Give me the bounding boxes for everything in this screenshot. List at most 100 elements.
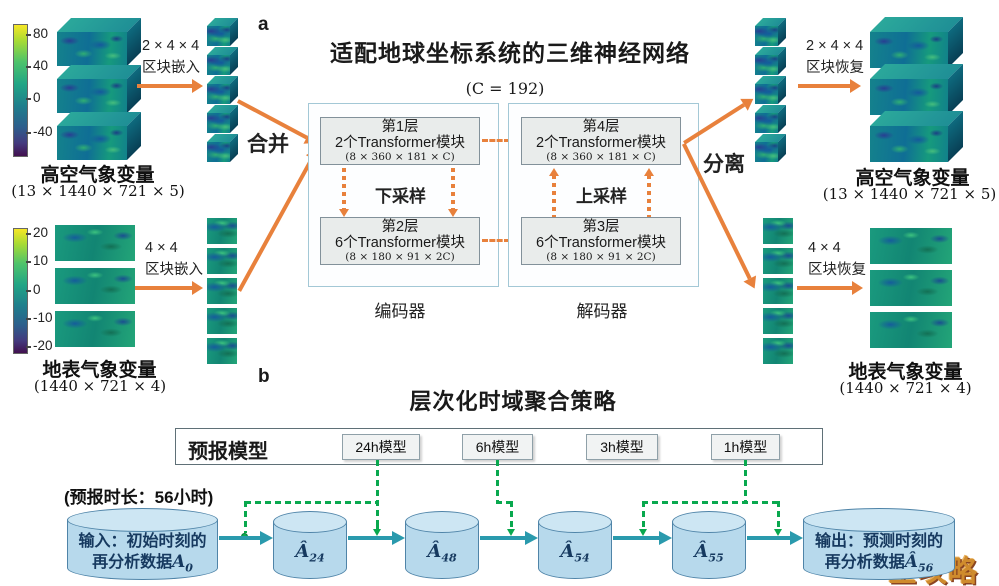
colorbar-tick: 40 (25, 58, 49, 73)
layer2-modules: 6个Transformer模块 (335, 235, 465, 251)
layer4-modules: 2个Transformer模块 (536, 135, 666, 151)
model-box-1h: 1h模型 (711, 434, 780, 460)
model-connector-24h-drop (244, 501, 247, 533)
input-line2: 再分析数据 (92, 554, 173, 571)
surface-data-plate (55, 225, 135, 261)
channel-note: (C = 192) (465, 79, 545, 98)
timeline-arrow (219, 531, 273, 545)
layer4-title: 第4层 (582, 119, 620, 135)
input-line1: 输入：初始时刻的 (78, 533, 207, 550)
panel-a-label: a (258, 14, 269, 35)
patch-embed-label: 区块嵌入 (145, 262, 203, 278)
input-cylinder: 输入：初始时刻的 再分析数据A0 (67, 508, 218, 580)
timeline-arrow (747, 531, 803, 545)
layer1-dims: (8 × 360 × 181 × C) (345, 151, 455, 163)
layer3-box: 第3层 6个Transformer模块 (8 × 180 × 91 × 2C) (521, 217, 681, 265)
split-label: 分离 (703, 153, 745, 176)
patch-recover-size-label: 4 × 4 (808, 240, 841, 256)
layer3-dims: (8 × 180 × 91 × 2C) (546, 251, 656, 263)
layer3-title: 第3层 (582, 219, 620, 235)
upsample-label: 上采样 (576, 187, 627, 206)
colorbar-tick: -40 (26, 124, 53, 139)
recover-arrow (798, 79, 861, 92)
token-square (763, 248, 793, 274)
layer2-box: 第2层 6个Transformer模块 (8 × 180 × 91 × 2C) (320, 217, 480, 265)
colorbar-tick: 20 (25, 225, 49, 240)
upper-air-dims: (13 × 1440 × 721 × 5) (822, 185, 997, 203)
layer1-title: 第1层 (381, 119, 419, 135)
model-box-24h: 24h模型 (342, 434, 420, 460)
downsample-label: 下采样 (375, 187, 426, 206)
output-line2: 再分析数据 (824, 554, 905, 571)
surface-data-plate (870, 312, 952, 348)
panel-b-label: b (258, 366, 270, 387)
layer3-modules: 6个Transformer模块 (536, 235, 666, 251)
colorbar-tick: 80 (25, 26, 49, 41)
colorbar-tick: -20 (26, 338, 53, 353)
model-connector-24h (376, 460, 379, 530)
token-square (207, 338, 237, 364)
surface-name: 地表气象变量 (848, 362, 963, 383)
upper-air-name: 高空气象变量 (855, 168, 970, 189)
patch-embed-label: 区块嵌入 (142, 60, 200, 76)
layer2-title: 第2层 (381, 219, 419, 235)
model-connector-1h-drop (774, 501, 782, 536)
cylinder-a48: Â48 (405, 511, 479, 579)
surface-data-plate (870, 270, 952, 306)
token-square (763, 308, 793, 334)
surface-dims: (1440 × 721 × 4) (839, 379, 972, 397)
output-line1: 输出：预测时刻的 (814, 533, 943, 550)
upsample-arrow (644, 168, 653, 217)
patch-recover-label: 区块恢复 (806, 60, 864, 76)
model-connector-1h-branch (642, 501, 779, 504)
model-connector-24h-branch (245, 501, 378, 504)
timeline-arrow (480, 531, 538, 545)
layer1-modules: 2个Transformer模块 (335, 135, 465, 151)
patch-embed-size-label: 4 × 4 (145, 240, 178, 256)
embed-arrow (135, 281, 203, 294)
upper-air-dims: (13 × 1440 × 721 × 5) (11, 182, 185, 200)
upper-air-colorbar: 80 40 0 -40 (13, 24, 73, 157)
token-square (763, 278, 793, 304)
recover-arrow (797, 281, 863, 294)
cylinder-a54: Â54 (538, 511, 612, 579)
encoder-caption: 编码器 (374, 302, 426, 321)
layer4-box: 第4层 2个Transformer模块 (8 × 360 × 181 × C) (521, 117, 681, 165)
token-square (207, 278, 237, 304)
output-cylinder: 输出：预测时刻的 再分析数据Â56 (803, 508, 955, 580)
patch-recover-size-label: 2 × 4 × 4 (806, 38, 864, 54)
colorbar-tick: -10 (26, 310, 53, 325)
downsample-arrow (448, 168, 457, 217)
layer4-dims: (8 × 360 × 181 × C) (546, 151, 656, 163)
token-square (207, 308, 237, 334)
token-square (763, 338, 793, 364)
colorbar-gradient (13, 24, 28, 157)
patch-recover-label: 区块恢复 (808, 262, 866, 278)
forecast-duration-note: (预报时长：56小时) (64, 488, 214, 507)
model-box-3h: 3h模型 (586, 434, 658, 460)
model-connector-24h-head (373, 524, 381, 536)
token-square (763, 218, 793, 244)
upper-air-name: 高空气象变量 (40, 165, 155, 186)
panel-a-title: 适配地球坐标系统的三维神经网络 (330, 40, 690, 66)
colorbar-tick: 0 (26, 90, 41, 105)
skip-connection-arrow (482, 135, 520, 146)
model-connector-6h (496, 460, 499, 502)
layer2-dims: (8 × 180 × 91 × 2C) (345, 251, 455, 263)
merge-label: 合并 (247, 133, 289, 156)
cylinder-a55: Â55 (672, 511, 746, 579)
surface-data-plate (55, 268, 135, 304)
forecast-bar-title: 预报模型 (188, 441, 268, 463)
skip-connection-arrow (482, 235, 520, 246)
timeline-arrow (613, 531, 672, 545)
merge-arrow (237, 157, 314, 292)
patch-embed-size-label: 2 × 4 × 4 (142, 38, 200, 54)
model-box-6h: 6h模型 (462, 434, 533, 460)
layer1-box: 第1层 2个Transformer模块 (8 × 360 × 181 × C) (320, 117, 480, 165)
surface-dims: (1440 × 721 × 4) (33, 377, 167, 395)
cylinder-a24: Â24 (273, 511, 347, 579)
downsample-arrow (339, 168, 348, 217)
token-square (207, 218, 237, 244)
embed-arrow (137, 79, 203, 92)
